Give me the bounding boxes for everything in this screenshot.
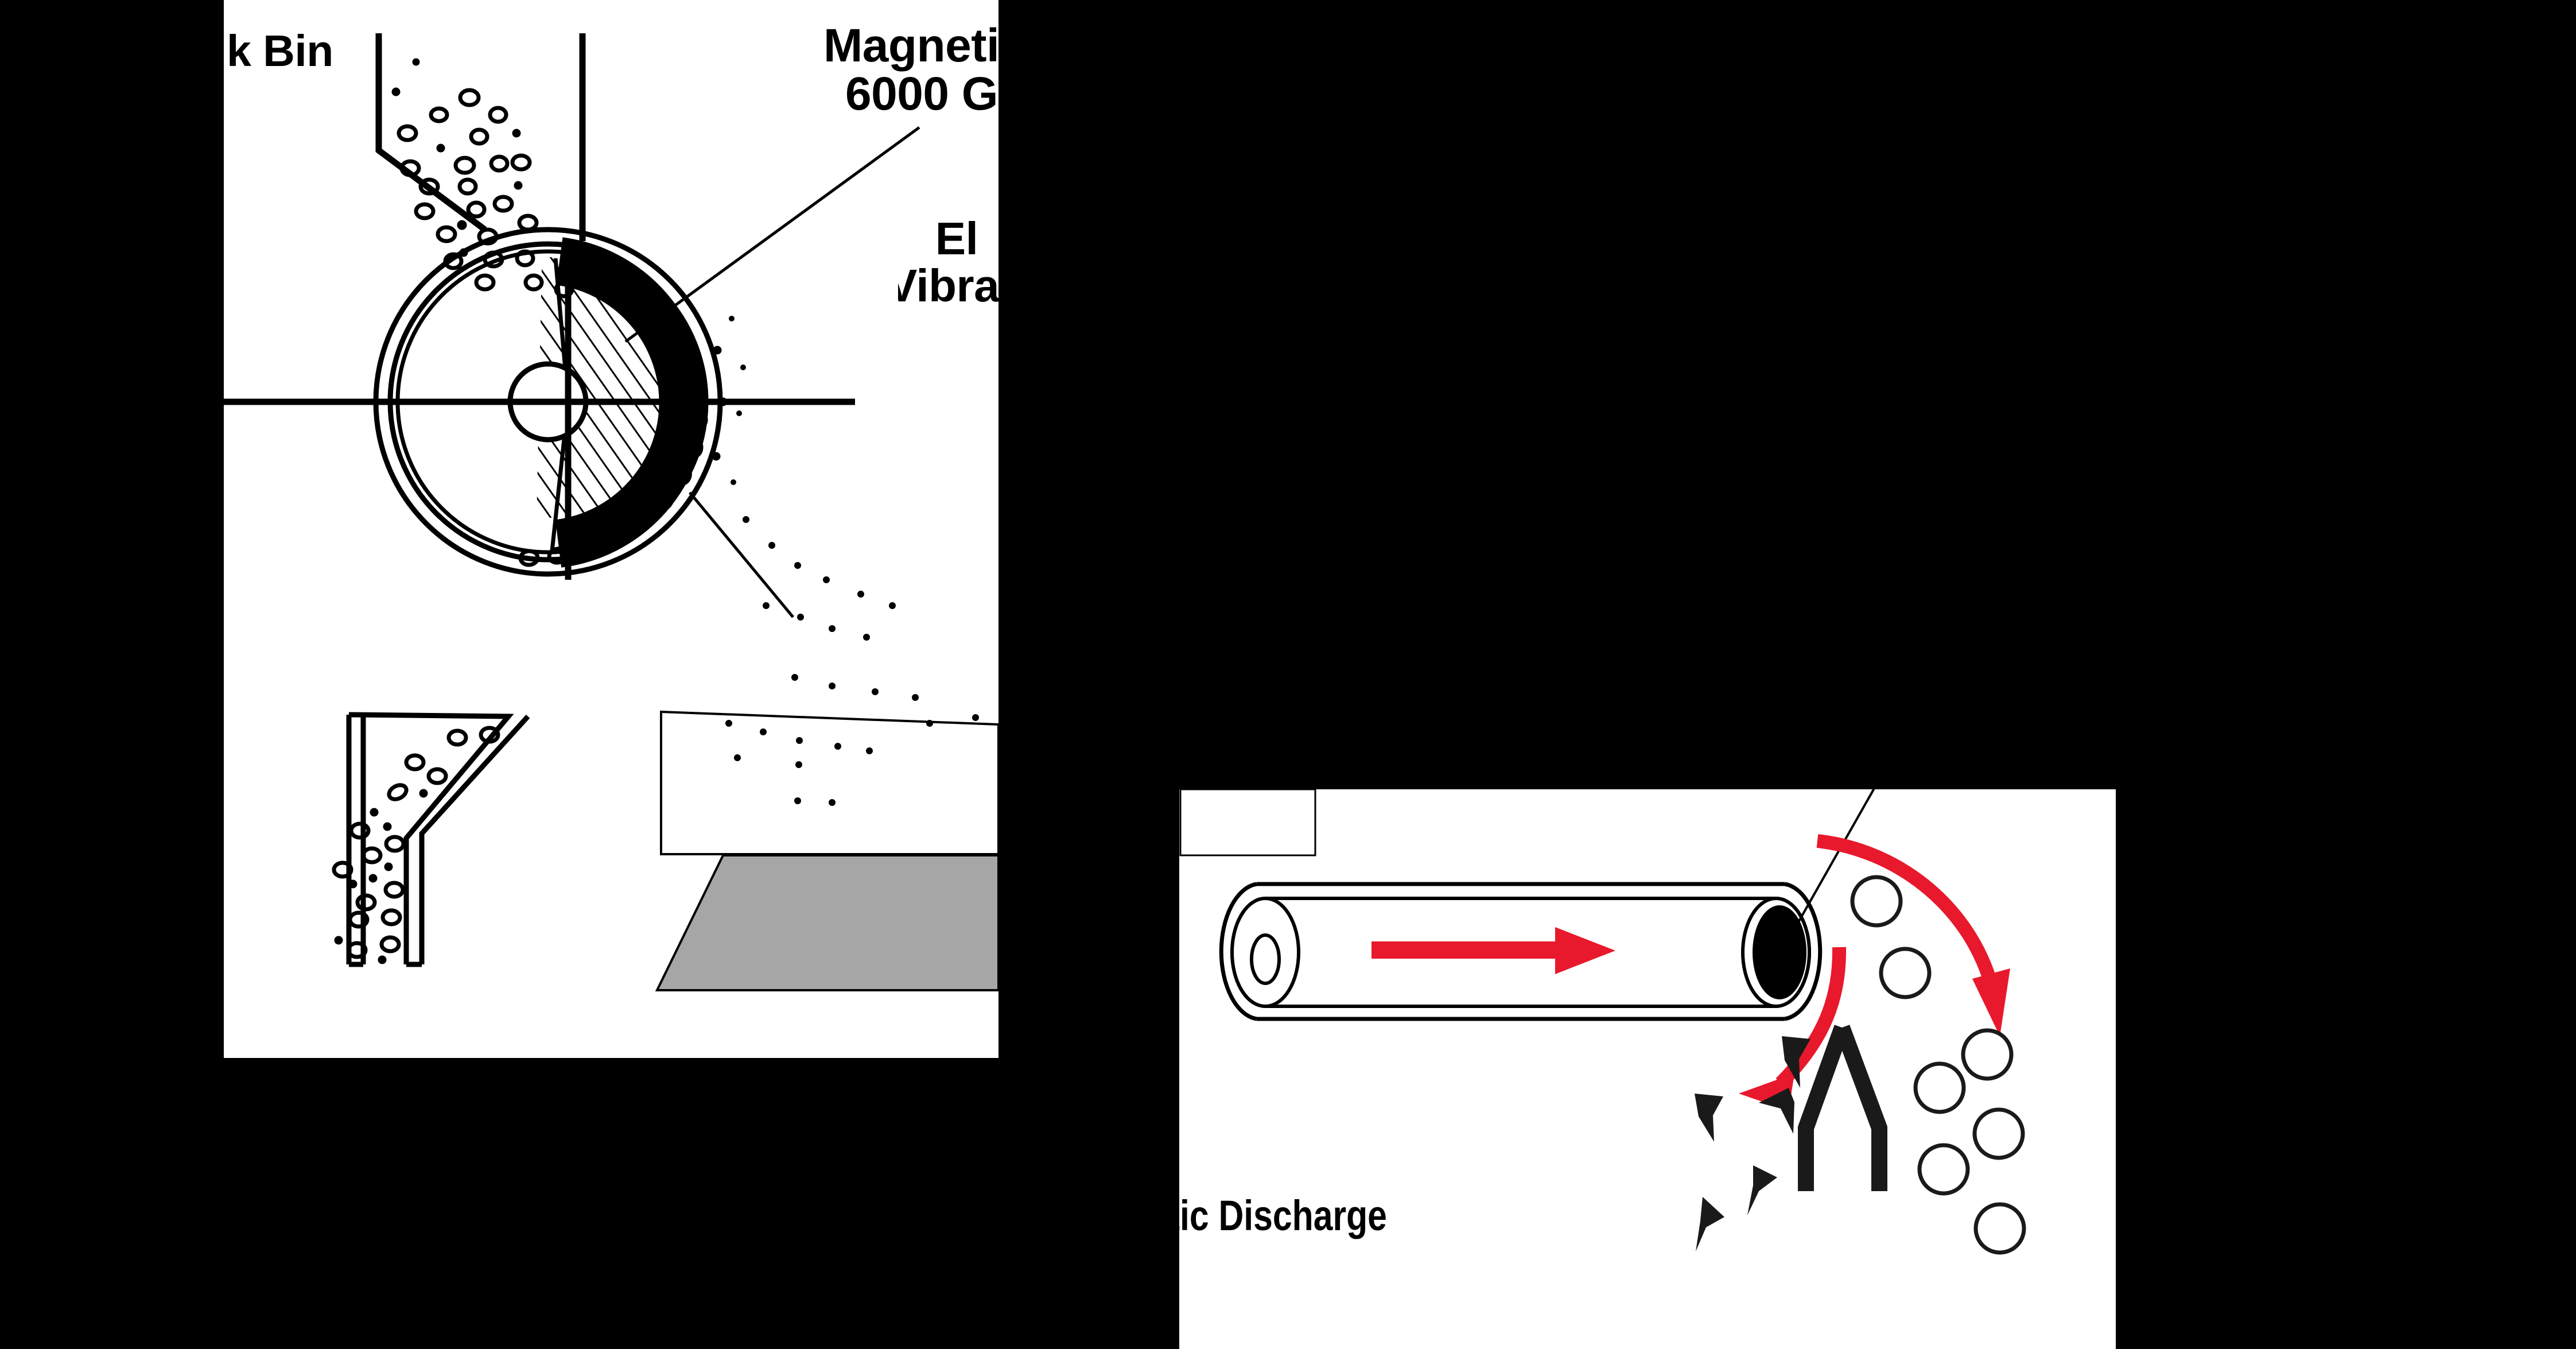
particles-on-drum [518, 260, 728, 567]
magnetic-particles [1695, 1036, 1810, 1251]
label-magnetic-discharge: netic Discharge [1179, 1192, 1387, 1239]
chute-particles [332, 726, 500, 964]
vibratory-feeder-tray [660, 710, 998, 855]
left-panel-drawing [224, 33, 998, 991]
leader-lines [624, 126, 920, 618]
label-electro-line2: Vibrati [898, 259, 998, 311]
head-roller-magnetic [1741, 897, 1811, 1008]
equipment-base [655, 854, 998, 991]
ejected-particles [725, 316, 979, 806]
label-magnetic-roll-line1: Magnetic R [823, 20, 998, 72]
label-magnetic-discharge-wrap: netic Discharge [1179, 1191, 1753, 1254]
label-electro-line1: El [935, 215, 978, 264]
panel-magnetic-roll-separator: k Bin Magnetic R 6000 Gau El Vibrati [224, 0, 998, 1058]
tail-pulley [1230, 897, 1300, 1008]
nonmagnetic-particles [1850, 875, 2026, 1255]
conveyor-belt-cylinder [1219, 882, 1823, 1021]
label-magnetic-roll-wrap: Magnetic R 6000 Gau [809, 11, 998, 126]
right-panel-drawing [1179, 789, 2026, 1255]
label-electro-vibratory-wrap: El Vibrati [898, 215, 998, 324]
discharge-chute [346, 712, 530, 967]
label-magnetic-roll-line2: 6000 Gau [845, 67, 998, 120]
label-electro-vibratory: El Vibrati [898, 215, 998, 309]
callout-box [1179, 789, 1316, 856]
nonmagnetic-trajectory-arrow [1816, 834, 2010, 1036]
label-bulk-bin: k Bin [227, 26, 333, 76]
splitter-divider [1798, 1025, 1887, 1191]
bulk-bin-hopper [375, 33, 586, 241]
label-magnetic-roll: Magnetic R 6000 Gau [823, 22, 998, 118]
leader-line-discharge [1775, 789, 1875, 962]
panel-magnetic-discharge: netic Discharge [1179, 789, 2116, 1349]
belt-travel-arrow [1371, 927, 1615, 974]
drum-axis-crosshair [224, 247, 855, 580]
